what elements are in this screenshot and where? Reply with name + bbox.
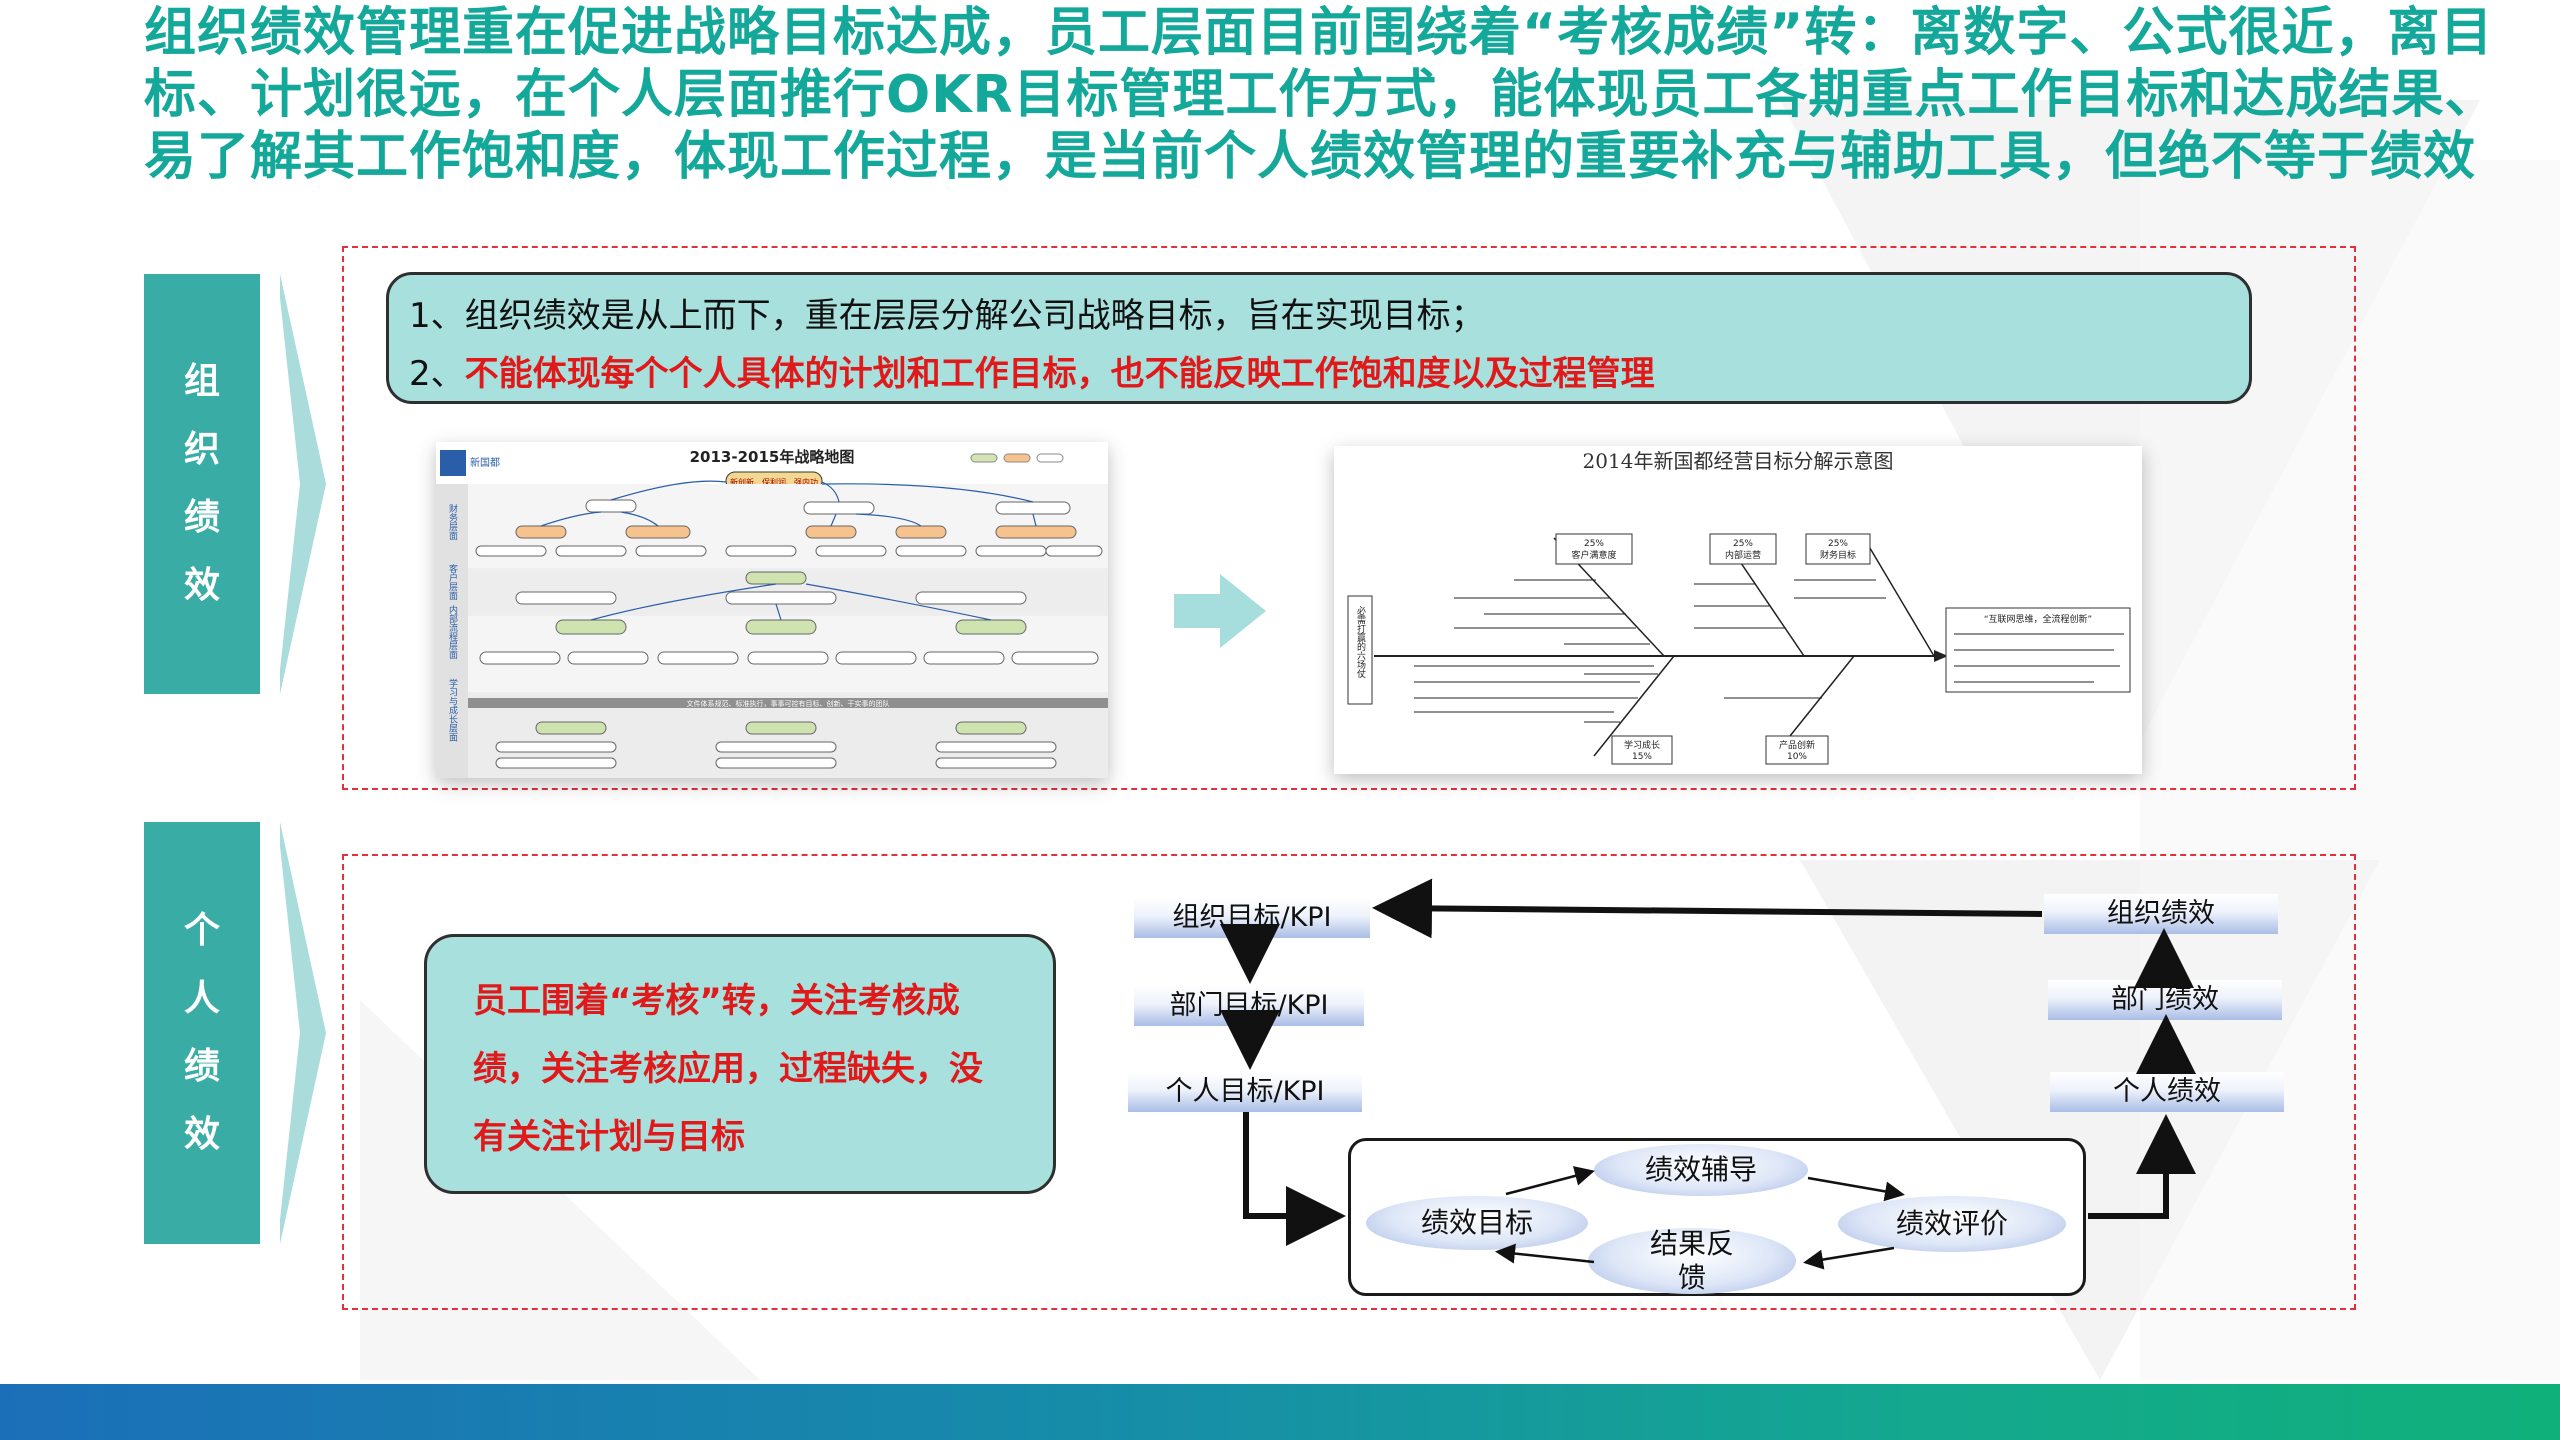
org-points-callout: 1、组织绩效是从上而下，重在层层分解公司战略目标，旨在实现目标； 2、不能体现每… bbox=[386, 272, 2252, 404]
fishbone-box-3-pct: 25% bbox=[1828, 539, 1848, 549]
fishbone-graphic: 2014年新国都经营目标分解示意图 必需打赢的六场仗 25% 客户满意度 25%… bbox=[1347, 449, 2131, 765]
row-label-process: 内部流程层面 bbox=[447, 604, 458, 660]
personal-tab-line1: 个人 bbox=[183, 910, 220, 1019]
fishbone-box-2-name: 内部运营 bbox=[1725, 549, 1761, 561]
strategy-map-title: 2013-2015年战略地图 bbox=[690, 448, 855, 466]
chevron-right-icon bbox=[280, 274, 326, 694]
fishbone-box-3-name: 财务目标 bbox=[1820, 549, 1856, 561]
fishbone-title: 2014年新国都经营目标分解示意图 bbox=[1583, 449, 1894, 473]
org-point-1: 1、组织绩效是从上而下，重在层层分解公司战略目标，旨在实现目标； bbox=[409, 296, 1485, 336]
cycle-performance-evaluation: 绩效评价 bbox=[1838, 1196, 2066, 1252]
org-tab-line1: 组织 bbox=[183, 361, 220, 470]
fishbone-box-5-name: 产品创新 bbox=[1779, 739, 1815, 751]
personal-performance-panel bbox=[342, 854, 2356, 1310]
fishbone-box-5-pct: 10% bbox=[1787, 752, 1807, 762]
row-label-finance: 财务层面 bbox=[447, 503, 458, 541]
fishbone-box-4-name: 学习成长 bbox=[1624, 739, 1660, 751]
personal-callout: 员工围着“考核”转，关注考核成绩，关注考核应用，过程缺失，没有关注计划与目标 bbox=[424, 934, 1056, 1194]
fishbone-diagram-image: 2014年新国都经营目标分解示意图 必需打赢的六场仗 25% 客户满意度 25%… bbox=[1334, 446, 2142, 774]
org-point-2-text: 不能体现每个个人具体的计划和工作目标，也不能反映工作饱和度以及过程管理 bbox=[464, 354, 1655, 394]
org-target-kpi: 组织目标/KPI bbox=[1134, 898, 1370, 938]
row-label-customer: 客户层面 bbox=[447, 563, 458, 601]
strategy-map-image: 新国都 2013-2015年战略地图 新创新、保利润、强内功 财务层面 客户层面… bbox=[436, 442, 1108, 778]
personal-tab-line2: 绩效 bbox=[183, 1046, 220, 1155]
strategy-map-top-goal: 新创新、保利润、强内功 bbox=[730, 477, 818, 487]
cycle-performance-coaching: 绩效辅导 bbox=[1594, 1144, 1808, 1196]
row-label-learning: 学习与成长层面 bbox=[447, 677, 458, 742]
org-point-2-prefix: 2、 bbox=[409, 354, 465, 394]
personal-target-kpi: 个人目标/KPI bbox=[1128, 1072, 1362, 1112]
fishbone-box-1-pct: 25% bbox=[1584, 539, 1604, 549]
footer-bar bbox=[0, 1384, 2560, 1440]
strategy-map-graphic: 新国都 2013-2015年战略地图 新创新、保利润、强内功 财务层面 客户层面… bbox=[436, 442, 1108, 778]
strategy-map-logo: 新国都 bbox=[470, 456, 500, 469]
fishbone-box-1-name: 客户满意度 bbox=[1571, 549, 1616, 561]
personal-performance-box: 个人绩效 bbox=[2050, 1072, 2284, 1112]
org-performance-tab: 组织绩效 bbox=[144, 274, 260, 694]
chevron-right-icon bbox=[280, 822, 326, 1244]
fishbone-head-label: 必需打赢的六场仗 bbox=[1355, 605, 1366, 679]
org-performance-box: 组织绩效 bbox=[2044, 894, 2278, 934]
dept-performance-box: 部门绩效 bbox=[2048, 980, 2282, 1020]
org-performance-panel bbox=[342, 246, 2356, 790]
strategy-map-band: 文件体系规范、标准执行，事事可控有目标、创新、干实事的团队 bbox=[687, 699, 890, 708]
cycle-performance-target: 绩效目标 bbox=[1366, 1196, 1588, 1250]
fishbone-box-4-pct: 15% bbox=[1632, 752, 1652, 762]
cycle-result-feedback: 结果反馈 bbox=[1588, 1227, 1796, 1294]
fishbone-box-2-pct: 25% bbox=[1733, 539, 1753, 549]
fishbone-note: “互联网思维，全流程创新” bbox=[1984, 613, 2092, 625]
arrow-right-icon bbox=[1174, 574, 1266, 648]
org-tab-line2: 绩效 bbox=[183, 497, 220, 606]
personal-performance-tab: 个人绩效 bbox=[144, 822, 260, 1244]
page-title: 组织绩效管理重在促进战略目标达成，员工层面目前围绕着“考核成绩”转：离数字、公式… bbox=[144, 3, 2498, 187]
